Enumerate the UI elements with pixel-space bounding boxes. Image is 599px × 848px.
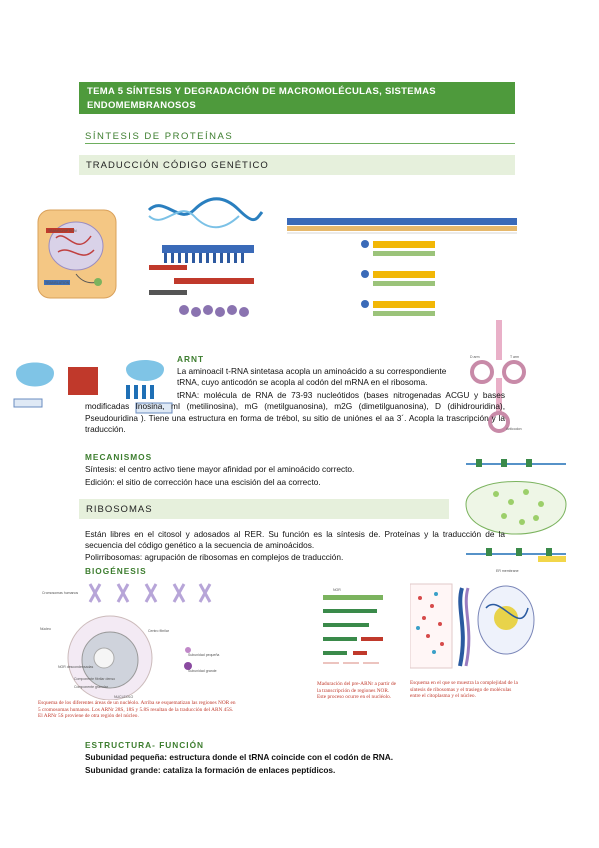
translation-label: TRANSLATION (45, 281, 70, 285)
ribosome-biogenesis-figure (410, 578, 536, 670)
nucleolo-label: NUCLEOLO (114, 695, 134, 699)
polirribosomas-text: Polirribosomas: agrupación de ribosomas … (85, 552, 344, 562)
section-divider (85, 143, 515, 144)
arnt-title: ARNT (177, 354, 205, 364)
comp-granular-label: Componente granular (74, 685, 109, 689)
document-title-banner: TEMA 5 SÍNTESIS Y DEGRADACIÓN DE MACROMO… (79, 82, 515, 114)
ribosomas-band: RIBOSOMAS (79, 499, 449, 519)
sub-pequena-label: Subunidad pequeña (188, 653, 219, 657)
ribosomas-paragraph: Están libres en el citosol y adosados al… (85, 529, 505, 551)
estructura-sub-pequena: Subunidad pequeña: estructura donde el t… (85, 752, 394, 762)
central-dogma-figure (144, 190, 264, 325)
caption-biogenesis: Esquema en el que se muestra la compleji… (410, 680, 518, 699)
comp-fibrilar-label: Componente fibrilar denso (74, 677, 115, 681)
nor-desc-label: NOR descondensadas (58, 665, 93, 669)
transcription-label: TRANSCRIPTION (48, 229, 77, 233)
reading-frames-figure (287, 188, 519, 328)
nucleo-label: Núcleo (40, 627, 51, 631)
arnt-paragraph-1: La aminoacil t-RNA sintetasa acopla un a… (177, 366, 447, 388)
t-arm-label: T arm (510, 355, 519, 359)
caption-pre-rrna: Maduración del pre-ARNr a partir de la t… (317, 681, 396, 700)
centro-fibrilar-label: Centro fibrilar (148, 629, 170, 633)
nucleolus-figure: Cromosomas humanos Centro fibrilar NOR d… (38, 580, 234, 700)
caption-nucleolus: Esquema de los diferentes áreas de un nu… (38, 700, 236, 719)
d-arm-label: D arm (470, 355, 480, 359)
trna-synthetase-figure (8, 355, 173, 417)
traduccion-band: TRADUCCIÓN CÓDIGO GENÉTICO (79, 155, 515, 175)
anticodon-label: Anticodon (506, 427, 522, 431)
er-translation-figure: ER membrane (456, 444, 576, 578)
biogenesis-title: BIOGÉNESIS (85, 566, 147, 576)
estructura-title: ESTRUCTURA- FUNCIÓN (85, 740, 205, 750)
cromosomas-label: Cromosomas humanos (42, 591, 78, 595)
er-membrane-label: ER membrane (496, 569, 519, 573)
document-title: TEMA 5 SÍNTESIS Y DEGRADACIÓN DE MACROMO… (87, 86, 436, 111)
cell-diagram-figure: TRANSCRIPTION TRANSLATION (36, 208, 118, 300)
estructura-sub-grande: Subunidad grande: cataliza la formación … (85, 765, 336, 775)
trna-cloverleaf-figure: T arm D arm Anticodon (470, 318, 526, 436)
section-title: SÍNTESIS DE PROTEÍNAS (85, 131, 234, 142)
pre-rrna-figure: NOR (303, 583, 403, 677)
sub-grande-label: Subunidad grande (188, 669, 217, 673)
arnt-paragraph-2: tRNA: molécula de RNA de 73-93 nucleótid… (85, 390, 505, 434)
ribosomas-title: RIBOSOMAS (86, 503, 153, 515)
mecanismos-title: MECANISMOS (85, 452, 153, 462)
nor-label: NOR (333, 588, 341, 592)
mecanismos-edicion: Edición: el sitio de corrección hace una… (85, 477, 321, 487)
mecanismos-sintesis: Síntesis: el centro activo tiene mayor a… (85, 464, 355, 474)
traduccion-title: TRADUCCIÓN CÓDIGO GENÉTICO (86, 159, 269, 171)
